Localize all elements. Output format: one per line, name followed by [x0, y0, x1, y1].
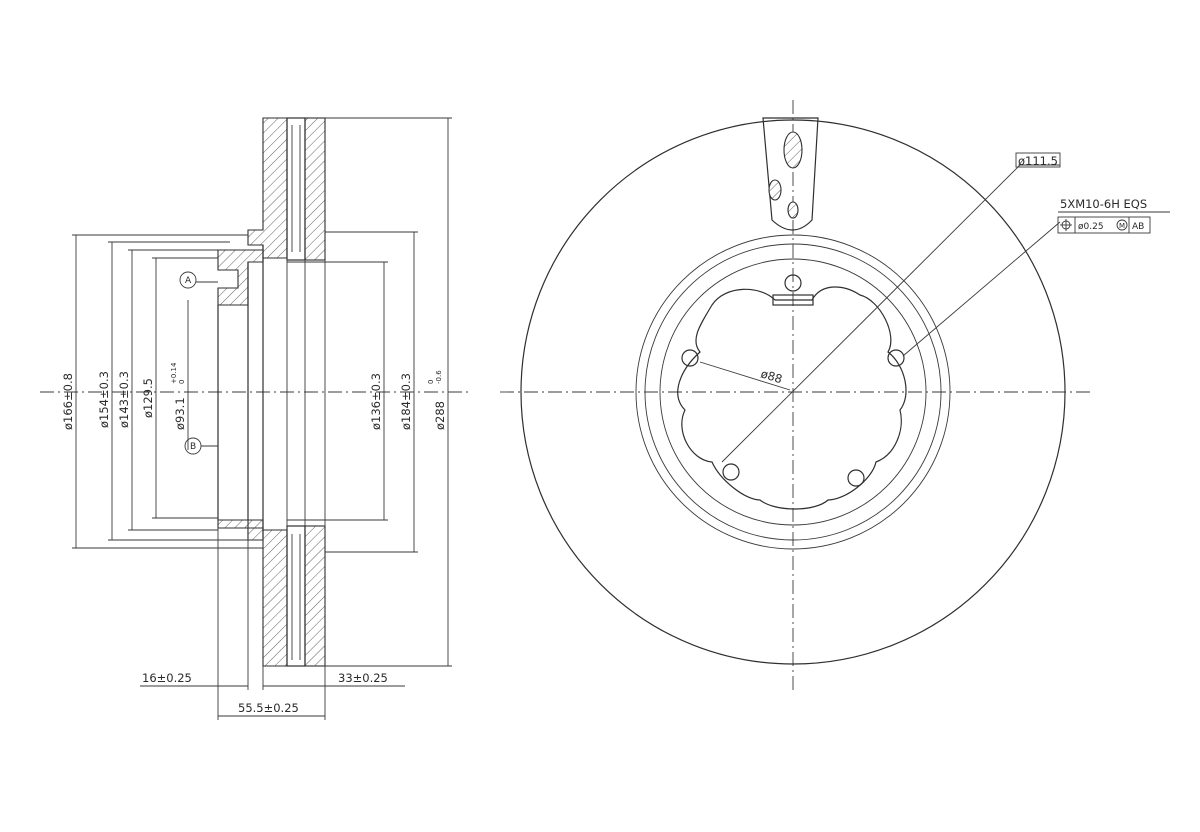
- thread-leader: [902, 221, 1061, 357]
- boss-1: [772, 294, 814, 306]
- bolt-hole-5: [847, 469, 865, 487]
- dim-d93: ø93.1: [173, 397, 187, 430]
- dim-w55: 55.5±0.25: [238, 701, 299, 715]
- pcd-box: [1015, 152, 1061, 168]
- tolerance-value: ø0.25: [1078, 222, 1104, 232]
- vent-channel-lower: [286, 525, 306, 667]
- dim-d288-tol-lower: -0.6: [435, 370, 443, 384]
- disc-outer-edge: [520, 119, 1066, 665]
- bolt-hole-4: [722, 463, 740, 481]
- dim-d288: ø288: [433, 401, 447, 430]
- pilot-label: ø88: [759, 366, 784, 386]
- casting-hole-2: [768, 179, 782, 201]
- section-view: A B ø166±0.8 ø154±0.3 ø143±0.3 ø129.5 ø9…: [40, 117, 470, 720]
- pilot-leader: [699, 361, 791, 391]
- dim-d154: ø154±0.3: [97, 371, 111, 428]
- dim-d288-tol-upper: 0: [427, 380, 435, 384]
- dim-d129: ø129.5: [141, 378, 155, 418]
- front-view: ø111.5 ø88 5XM10-6H EQS ø0.25 M AB: [500, 100, 1170, 692]
- tolerance-frame: [1057, 216, 1151, 234]
- mmc-symbol: [1116, 219, 1128, 231]
- friction-plate-right-upper: [304, 117, 326, 261]
- datum-a-label: A: [185, 276, 192, 286]
- bolt-hole-2: [681, 349, 699, 367]
- friction-plate-left-upper: [247, 117, 288, 259]
- vent-channel-upper: [286, 117, 306, 261]
- disc-inner-ring-3: [659, 258, 927, 526]
- friction-plate-left-lower: [247, 519, 288, 667]
- dim-d136: ø136±0.3: [369, 373, 383, 430]
- hub-lobe-outline: [677, 286, 907, 510]
- bolt-hole-1: [784, 274, 802, 292]
- disc-inner-ring-2: [644, 243, 942, 541]
- bolt-hole-3: [887, 349, 905, 367]
- dim-d93-tol-upper: +0.14: [170, 362, 178, 384]
- dim-d93-tol-lower: 0: [178, 380, 186, 384]
- friction-plate-right-lower: [304, 525, 326, 667]
- disc-inner-ring-1: [635, 234, 951, 550]
- tolerance-modifier: M: [1119, 222, 1125, 230]
- thread-label: 5XM10-6H EQS: [1060, 197, 1147, 211]
- tolerance-datums: AB: [1132, 222, 1144, 232]
- casting-hole-1: [783, 131, 803, 169]
- datum-b-label: B: [190, 442, 196, 452]
- pcd-label: ø111.5: [1018, 154, 1058, 168]
- datum-a-symbol: [179, 271, 197, 289]
- dim-d184: ø184±0.3: [399, 373, 413, 430]
- casting-mark: [762, 117, 819, 231]
- dim-d143: ø143±0.3: [117, 371, 131, 428]
- dim-w33: 33±0.25: [338, 671, 388, 685]
- dim-w16: 16±0.25: [142, 671, 192, 685]
- pcd-leader: [721, 164, 1021, 463]
- hub-flange-upper: [217, 249, 264, 306]
- dim-d166: ø166±0.8: [61, 373, 75, 430]
- casting-hole-3: [787, 201, 799, 219]
